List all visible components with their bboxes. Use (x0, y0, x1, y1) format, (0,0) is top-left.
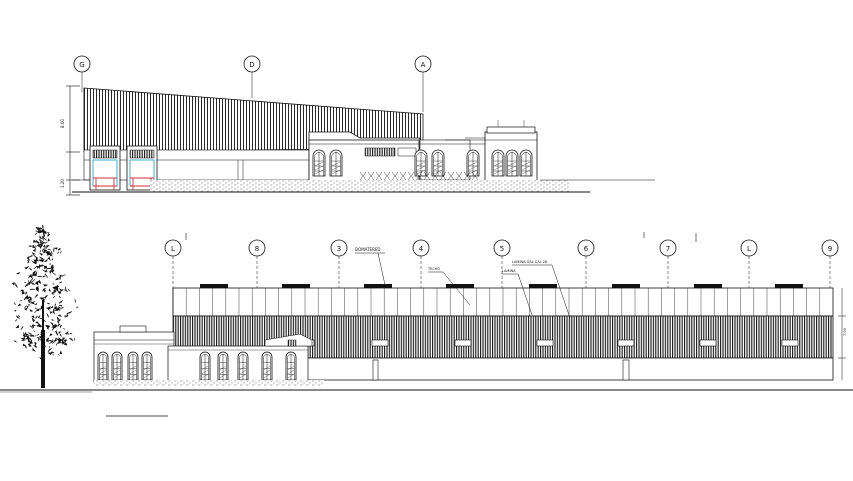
svg-text:8.00: 8.00 (60, 119, 65, 128)
arch-window-icon (312, 149, 326, 177)
grid-bubble: G (73, 55, 91, 92)
roof-vent (364, 284, 392, 288)
callout-label: LAMINA (502, 269, 516, 273)
grid-bubble: 9 (821, 239, 839, 300)
grid-bubble: A (414, 55, 432, 112)
roof-vent (282, 284, 310, 288)
grid-label: L (747, 245, 751, 253)
arch-window-icon (141, 351, 153, 381)
grid-label: G (79, 61, 84, 69)
grid-label: D (249, 61, 254, 69)
roof-vents (200, 284, 803, 288)
wall-vent (371, 339, 389, 347)
grid-label: 4 (419, 245, 424, 253)
arch-window-icon (466, 149, 480, 177)
loading-door-icon (89, 145, 121, 191)
arch-window-row (97, 351, 297, 381)
grid-label: A (421, 61, 426, 69)
tree-icon (11, 224, 79, 388)
roof-vent (612, 284, 640, 288)
arch-window-icon (505, 149, 519, 177)
svg-text:7.00: 7.00 (843, 328, 847, 336)
arch-window-icon (199, 351, 211, 381)
arch-window-icon (519, 149, 533, 177)
ground-gravel (94, 380, 324, 386)
top-left-dimension: 8.00 1.20 (60, 85, 80, 196)
roof-vent (446, 284, 474, 288)
callouts (355, 252, 571, 319)
grid-bubble: L (740, 239, 758, 300)
grid-label: 9 (828, 245, 832, 253)
ground-gravel (150, 180, 570, 192)
top-grid-bubbles: G D A (73, 55, 432, 112)
wall-vent (454, 339, 472, 347)
grid-label: 7 (666, 245, 670, 253)
arch-window-icon (127, 351, 139, 381)
callout-label: TECHO (427, 267, 440, 271)
roof-vent (694, 284, 722, 288)
roof-vent (529, 284, 557, 288)
bottom-grid-bubbles: L 8 3 4 5 6 7 L 9 (164, 239, 839, 300)
bottom-right-dimension: 7.00 (838, 288, 847, 380)
wall-vent (536, 339, 554, 347)
grid-label: 5 (500, 245, 504, 253)
arch-window-icon (111, 351, 123, 381)
grid-bubble: D (243, 55, 261, 98)
wall-vent (617, 339, 635, 347)
roof-vent (775, 284, 803, 288)
parapet-ribs (172, 288, 820, 316)
grid-label: 8 (255, 245, 259, 253)
grid-label: L (171, 245, 175, 253)
arch-window-icon (285, 351, 297, 381)
arch-window-icon (261, 351, 273, 381)
arch-window-row (312, 149, 533, 181)
top-elevation: 8.00 1.20 G D A (60, 55, 655, 196)
roof-vent (200, 284, 228, 288)
grid-bubble: L (164, 239, 182, 300)
arch-window-icon (237, 351, 249, 381)
callout-label: LAMINA GAL CAL 26 (512, 260, 547, 264)
callout-label: DOMATERED (355, 247, 380, 252)
grid-bubble: 8 (248, 239, 266, 300)
wall-vent (699, 339, 717, 347)
arch-window-icon (217, 351, 229, 381)
wall-vent (781, 339, 799, 347)
arch-window-icon (491, 149, 505, 177)
arch-window-icon (414, 149, 428, 177)
grid-label: 3 (337, 245, 341, 253)
grid-label: 6 (584, 245, 589, 253)
svg-text:1.20: 1.20 (60, 179, 65, 188)
arch-window-icon (97, 351, 109, 381)
arch-window-icon (329, 149, 343, 177)
